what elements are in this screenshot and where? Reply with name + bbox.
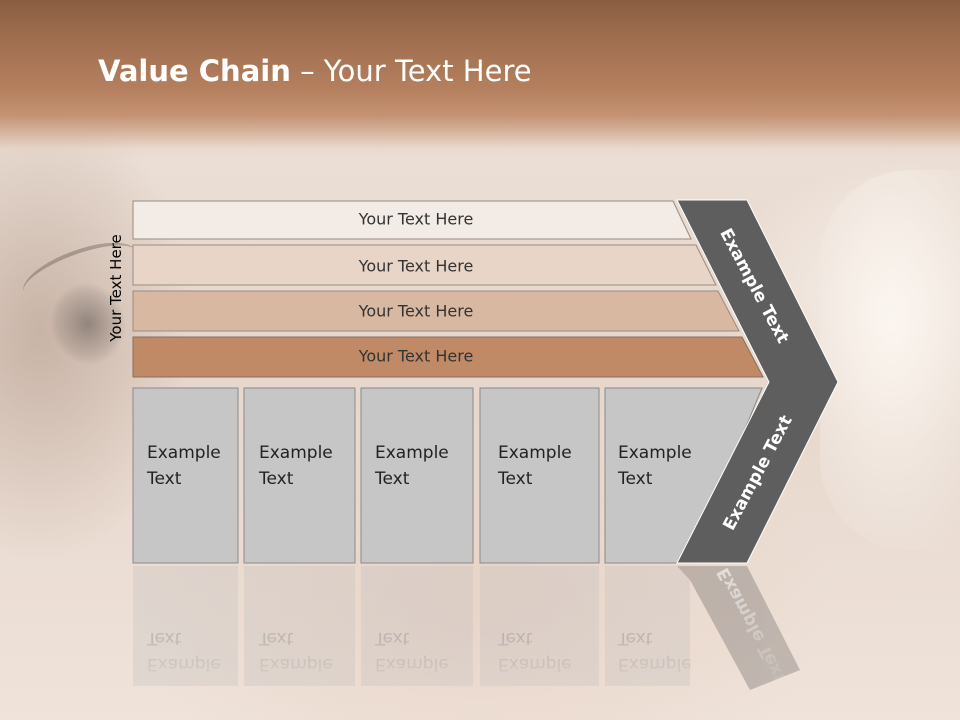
reflection-box-4 xyxy=(480,566,599,686)
reflection-box-3 xyxy=(361,566,473,686)
header-band xyxy=(0,0,960,160)
reflection: Example Text Example Text Example Text Exam… xyxy=(0,565,960,695)
reflection-text-5-line1: Example xyxy=(618,654,692,674)
reflection-text-2-line1: Example xyxy=(259,654,333,674)
reflection-chevron xyxy=(677,566,800,690)
box-label-4-line1: Example xyxy=(498,443,572,463)
row-label-2: Your Text Here xyxy=(358,256,474,276)
reflection-text-3-line1: Example xyxy=(375,654,449,674)
box-label-4-line2: Text xyxy=(498,469,533,489)
reflection-text-3-line2: Text xyxy=(375,628,410,648)
box-label-5-line2: Text xyxy=(618,469,653,489)
background-glove xyxy=(820,170,960,550)
box-shape-3[interactable] xyxy=(360,387,474,564)
reflection-box-2 xyxy=(244,566,355,686)
reflection-text-5: Example Text xyxy=(618,625,692,677)
reflection-text-1: Example Text xyxy=(147,625,221,677)
box-shape-4[interactable] xyxy=(479,387,600,564)
reflection-text-3: Example Text xyxy=(375,625,449,677)
box-label-5-line1: Example xyxy=(618,443,692,463)
reflection-shapes xyxy=(133,566,800,690)
chevron-shape[interactable] xyxy=(676,199,839,564)
box-label-1-line2: Text xyxy=(147,469,182,489)
row-shape-1[interactable] xyxy=(132,200,692,240)
box-label-3-line1: Example xyxy=(375,443,449,463)
box-shape-2[interactable] xyxy=(243,387,356,564)
box-label-3-line2: Text xyxy=(375,469,410,489)
title-rest: – Your Text Here xyxy=(290,54,532,88)
reflection-box-5 xyxy=(605,566,690,686)
box-label-2-line1: Example xyxy=(259,443,333,463)
box-shape-1[interactable] xyxy=(132,387,239,564)
reflection-text-2-line2: Text xyxy=(259,628,294,648)
reflection-text-2: Example Text xyxy=(259,625,333,677)
box-label-2-line2: Text xyxy=(259,469,294,489)
row-label-3: Your Text Here xyxy=(358,301,474,321)
reflection-text-1-line1: Example xyxy=(147,654,221,674)
row-label-1: Your Text Here xyxy=(358,209,474,229)
row-shape-2[interactable] xyxy=(132,244,717,286)
reflection-text-1-line2: Text xyxy=(147,628,182,648)
row-shape-4[interactable] xyxy=(132,336,764,378)
row-label-4: Your Text Here xyxy=(358,346,474,366)
box-label-1-line1: Example xyxy=(147,443,221,463)
reflection-chevron-label: Example Text xyxy=(713,565,791,686)
reflection-text-4-line1: Example xyxy=(498,654,572,674)
slide-title[interactable]: Value Chain – Your Text Here xyxy=(98,54,532,88)
reflection-text-4: Example Text xyxy=(498,625,572,677)
reflection-box-1 xyxy=(133,566,238,686)
row-shape-3[interactable] xyxy=(132,290,740,332)
reflection-text-4-line2: Text xyxy=(498,628,533,648)
title-bold: Value Chain xyxy=(98,54,291,88)
reflection-text-5-line2: Text xyxy=(618,628,653,648)
